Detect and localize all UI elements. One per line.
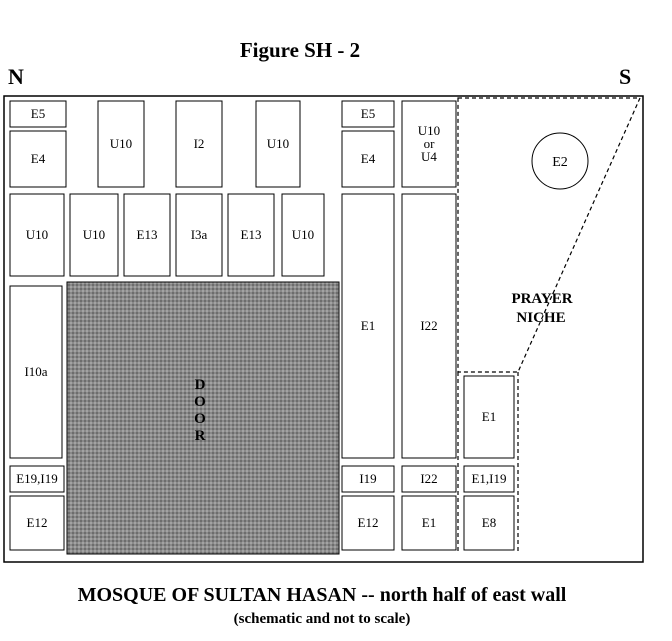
prayer-niche-label-line1: PRAYER [511, 291, 572, 307]
panel-p8 [401, 100, 457, 188]
figure-title: Figure SH - 2 [239, 38, 361, 62]
panel-label: I22 [420, 318, 437, 333]
panel-label: U10 [110, 136, 132, 151]
panel-p9 [9, 193, 65, 277]
panel-p14 [281, 193, 325, 277]
panel-label: E12 [27, 515, 48, 530]
panel-label: E19,I19 [16, 471, 58, 486]
circle-panel-e2 [531, 132, 589, 190]
panel-label: I2 [194, 136, 205, 151]
panel-label: I3a [191, 227, 208, 242]
panel-p5 [255, 100, 301, 188]
panel-p20 [341, 465, 395, 493]
panel-p10 [69, 193, 119, 277]
circle-panel-label: E2 [552, 155, 568, 170]
panel-label: E1 [482, 409, 496, 424]
panel-p21 [401, 465, 457, 493]
panel-label: E5 [31, 106, 45, 121]
panel-p22 [463, 465, 515, 493]
panel-p24 [341, 495, 395, 551]
panel-label: U10 [26, 227, 48, 242]
panel-p18 [463, 375, 515, 459]
panel-label: I19 [359, 471, 376, 486]
panel-label: I22 [420, 471, 437, 486]
panel-p25 [401, 495, 457, 551]
panel-label: E1 [422, 515, 436, 530]
panel-label: E4 [31, 151, 46, 166]
panel-p6 [341, 100, 395, 128]
compass-south: S [619, 64, 632, 89]
door-letter: R [195, 428, 206, 444]
compass-north: N [8, 64, 24, 89]
panel-label: I10a [24, 364, 47, 379]
panel-label: E13 [241, 227, 262, 242]
panel-p2 [9, 130, 67, 188]
panel-p7 [341, 130, 395, 188]
door-label: D O O R [194, 377, 206, 444]
panel-p4 [175, 100, 223, 188]
panel-label: U10 [267, 136, 289, 151]
subcaption: (schematic and not to scale) [233, 611, 411, 627]
prayer-niche-label-line2: NICHE [516, 310, 565, 326]
panel-label: E13 [137, 227, 158, 242]
panel-p11 [123, 193, 171, 277]
panel-p17 [9, 285, 63, 459]
panel-label: E8 [482, 515, 496, 530]
panel-p19 [9, 465, 65, 493]
prayer-niche-outline [457, 97, 641, 373]
panel-p16 [401, 193, 457, 459]
door-letter: O [194, 411, 206, 427]
caption: MOSQUE OF SULTAN HASAN -- north half of … [77, 584, 567, 606]
panel-label: E5 [361, 106, 375, 121]
panel-label: E4 [361, 151, 376, 166]
panel-label: E12 [358, 515, 379, 530]
panel-p13 [227, 193, 275, 277]
door-letter: D [195, 377, 206, 393]
panel-label: E1 [361, 318, 375, 333]
door-letter: O [194, 394, 206, 410]
panel-p1 [9, 100, 67, 128]
panel-p3 [97, 100, 145, 188]
door-area [66, 281, 340, 555]
panel-label: U10 [292, 227, 314, 242]
panel-p23 [9, 495, 65, 551]
panel-p12 [175, 193, 223, 277]
wall-outline [3, 95, 644, 563]
panel-label: U10 [83, 227, 105, 242]
panel-p15 [341, 193, 395, 459]
panel-p26 [463, 495, 515, 551]
panel-label: E1,I19 [471, 471, 506, 486]
